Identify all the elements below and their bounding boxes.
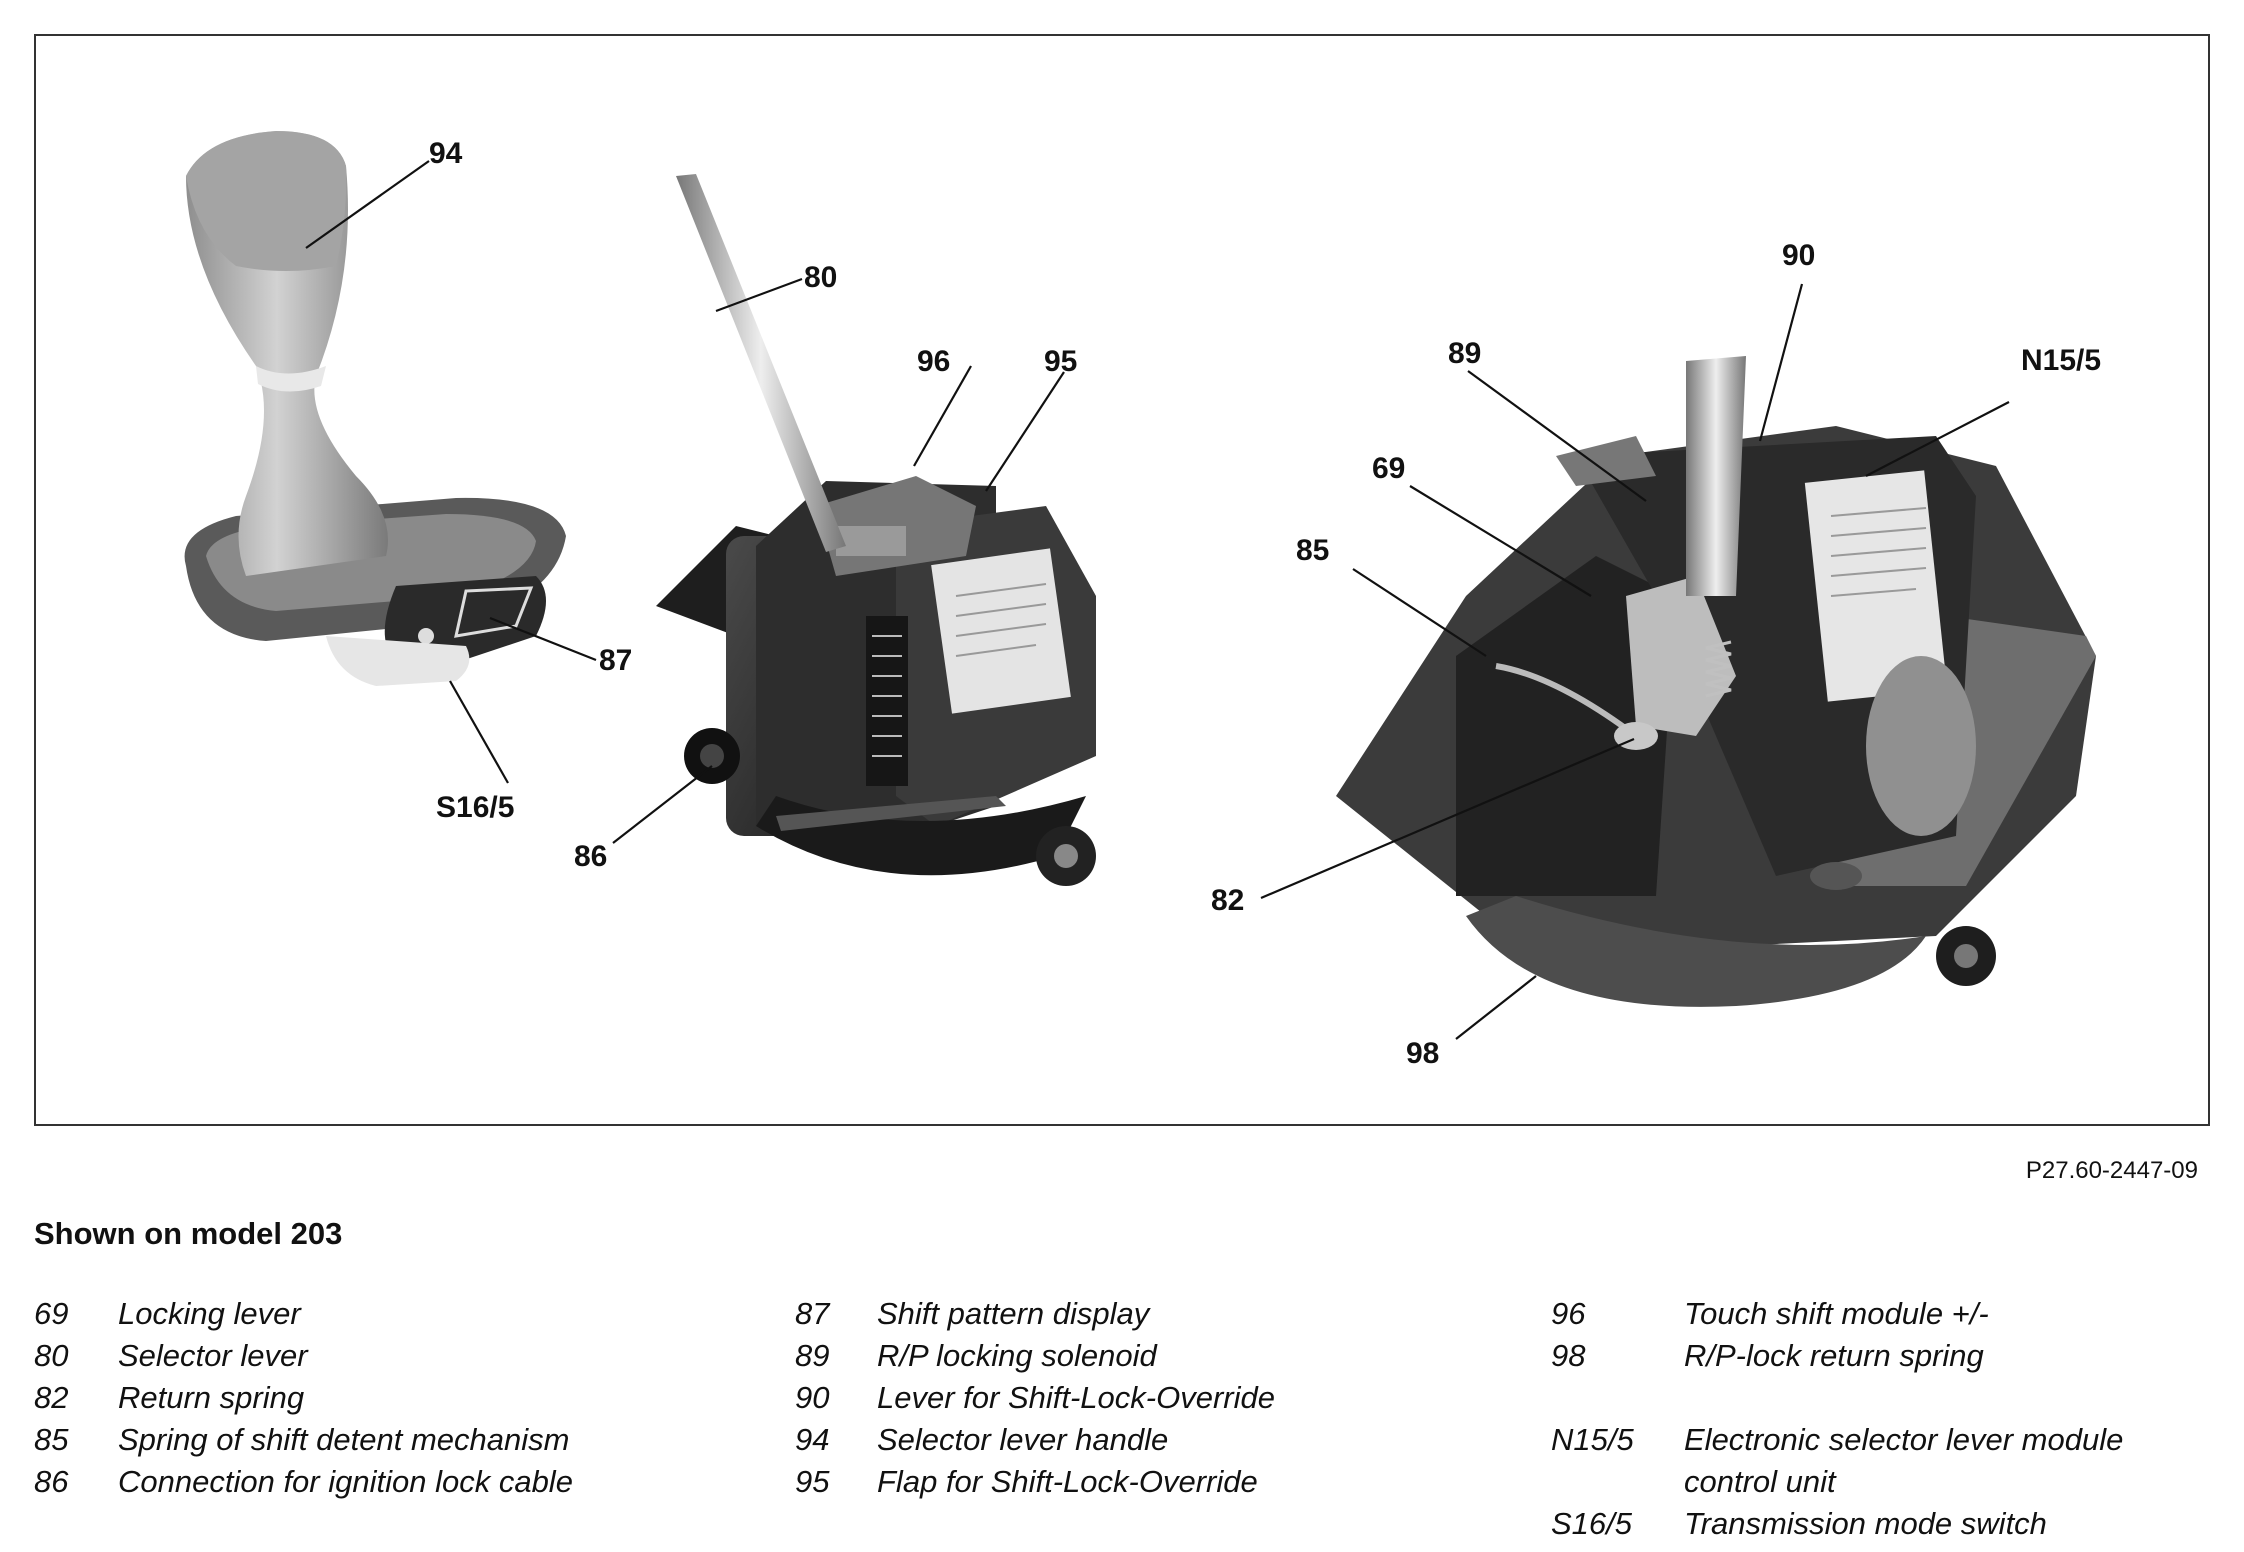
leader-94 xyxy=(305,160,430,249)
selector-module-rear-view xyxy=(1336,356,2096,1007)
legend-number: N15/5 xyxy=(1551,1422,1634,1457)
legend-number: 90 xyxy=(795,1380,830,1415)
callout-S16-5: S16/5 xyxy=(436,791,515,824)
legend-number: 86 xyxy=(34,1464,69,1499)
legend-item: N15/5 Electronic selector lever module xyxy=(1551,1422,2211,1464)
callout-87: 87 xyxy=(599,644,633,677)
legend-description: R/P-lock return spring xyxy=(1684,1338,1984,1373)
callout-N15-5: N15/5 xyxy=(2021,344,2102,377)
legend-item: 87 Shift pattern display xyxy=(795,1296,1515,1338)
legend-item: 69 Locking lever xyxy=(34,1296,754,1338)
leader-lines xyxy=(305,160,2010,1040)
leader-N15-5 xyxy=(1865,401,2010,477)
callout-94: 94 xyxy=(429,137,463,170)
legend-number: 80 xyxy=(34,1338,69,1373)
legend-number: 89 xyxy=(795,1338,830,1373)
selector-handle-assembly xyxy=(184,131,567,686)
legend-item: 85 Spring of shift detent mechanism xyxy=(34,1422,754,1464)
legend-description: Touch shift module +/- xyxy=(1684,1296,1989,1331)
legend-column-2: 87 Shift pattern display 89 R/P locking so… xyxy=(795,1296,1515,1506)
leader-85 xyxy=(1352,568,1487,657)
legend-description: Selector lever xyxy=(118,1338,308,1373)
legend-number: S16/5 xyxy=(1551,1506,1633,1541)
legend-description: R/P locking solenoid xyxy=(877,1338,1157,1373)
figure-frame: 94 80 96 95 87 S16/5 86 90 89 N15/5 69 8… xyxy=(34,34,2210,1126)
legend-description: Lever for Shift-Lock-Override xyxy=(877,1380,1275,1415)
leader-87 xyxy=(489,616,597,662)
leader-96 xyxy=(913,365,972,467)
callout-98: 98 xyxy=(1406,1037,1440,1070)
legend-description: control unit xyxy=(1684,1464,1836,1499)
legend-description: Connection for ignition lock cable xyxy=(118,1464,573,1499)
legend-item: 95 Flap for Shift-Lock-Override xyxy=(795,1464,1515,1506)
callout-80: 80 xyxy=(804,261,838,294)
legend-item: S16/5 Transmission mode switch xyxy=(1551,1506,2211,1548)
legend-description: Electronic selector lever module xyxy=(1684,1422,2124,1457)
legend-description: Spring of shift detent mechanism xyxy=(118,1422,570,1457)
legend-column-3: 96 Touch shift module +/- 98 R/P-lock retu… xyxy=(1551,1296,2211,1548)
callout-86: 86 xyxy=(574,840,608,873)
legend-item: 94 Selector lever handle xyxy=(795,1422,1515,1464)
legend-item: 89 R/P locking solenoid xyxy=(795,1338,1515,1380)
legend-description: Shift pattern display xyxy=(877,1296,1150,1331)
leader-69 xyxy=(1409,485,1592,597)
legend-number: 69 xyxy=(34,1296,69,1331)
figure-reference-code: P27.60-2447-09 xyxy=(2025,1157,2198,1184)
legend-description: Locking lever xyxy=(118,1296,301,1331)
legend-description: Selector lever handle xyxy=(877,1422,1169,1457)
leader-98 xyxy=(1455,975,1537,1040)
leader-S16-5 xyxy=(449,680,509,784)
legend-item xyxy=(1551,1380,2211,1422)
legend-description: Transmission mode switch xyxy=(1684,1506,2047,1541)
legend-item: control unit xyxy=(1551,1464,2211,1506)
leader-80 xyxy=(715,277,803,313)
callout-85: 85 xyxy=(1296,534,1330,567)
leader-86 xyxy=(612,765,713,844)
leader-90 xyxy=(1758,283,1804,442)
legend-column-1: 69 Locking lever 80 Selector lever 82 Retur… xyxy=(34,1296,754,1506)
legend-number: 98 xyxy=(1551,1338,1586,1373)
callout-90: 90 xyxy=(1782,239,1816,272)
legend-description: Return spring xyxy=(118,1380,305,1415)
legend-number: 96 xyxy=(1551,1296,1586,1331)
selector-lever-module xyxy=(656,174,1096,886)
legend-number: 87 xyxy=(795,1296,830,1331)
callout-69: 69 xyxy=(1372,452,1406,485)
legend-number: 95 xyxy=(795,1464,830,1499)
leader-89 xyxy=(1467,370,1647,502)
legend-item: 98 R/P-lock return spring xyxy=(1551,1338,2211,1380)
legend-item: 80 Selector lever xyxy=(34,1338,754,1380)
leader-82 xyxy=(1260,737,1635,900)
callout-95: 95 xyxy=(1044,345,1078,378)
legend-number: 94 xyxy=(795,1422,830,1457)
callout-82: 82 xyxy=(1211,884,1245,917)
legend-item: 82 Return spring xyxy=(34,1380,754,1422)
legend-item: 90 Lever for Shift-Lock-Override xyxy=(795,1380,1515,1422)
parts-illustration xyxy=(184,131,2096,1040)
callout-96: 96 xyxy=(917,345,951,378)
callout-89: 89 xyxy=(1448,337,1482,370)
legend-number: 82 xyxy=(34,1380,69,1415)
legend-item: 86 Connection for ignition lock cable xyxy=(34,1464,754,1506)
leader-95 xyxy=(985,371,1065,492)
legend-description: Flap for Shift-Lock-Override xyxy=(877,1464,1258,1499)
caption-title: Shown on model 203 xyxy=(34,1216,343,1251)
legend-item: 96 Touch shift module +/- xyxy=(1551,1296,2211,1338)
legend-number: 85 xyxy=(34,1422,69,1457)
